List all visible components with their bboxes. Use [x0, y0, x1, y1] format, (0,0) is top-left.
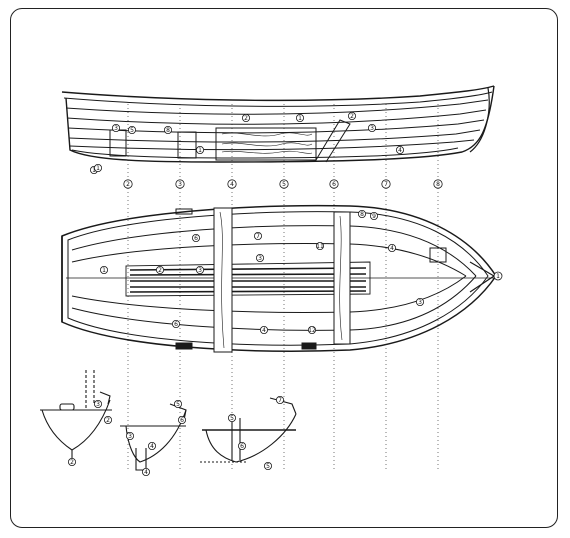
- plan-callout-13-marker: [387, 243, 396, 252]
- profile-callout-7-marker: [347, 112, 356, 121]
- plan-callout-4: 6: [174, 321, 178, 328]
- profile-callout-7: 2: [350, 113, 354, 120]
- section-callout-6-marker: [141, 467, 150, 476]
- section-callout-1: 2: [70, 459, 74, 466]
- section-callout-11: 7: [278, 397, 282, 404]
- section-callout-2: 3: [96, 401, 100, 408]
- plan-callout-11-marker: [357, 209, 366, 218]
- plan-callout-10: 11: [316, 243, 324, 250]
- station-number-6: 6: [332, 181, 336, 188]
- station-number-7-marker: [381, 179, 391, 189]
- plan-callout-7: 3: [258, 255, 262, 262]
- profile-callout-1: 3: [114, 125, 118, 132]
- stem-callout-marker: [493, 271, 503, 281]
- section-midship-1: [120, 403, 187, 471]
- plan-callout-6: 7: [256, 233, 260, 240]
- station-number-6-marker: [329, 179, 339, 189]
- profile-callout-3-marker: [163, 126, 172, 135]
- section-callout-10: 6: [240, 443, 244, 450]
- section-callout-5-marker: [147, 441, 156, 450]
- section-callout-11-marker: [275, 395, 284, 404]
- profile-callout-4-marker: [195, 145, 204, 154]
- profile-callout-9: 4: [398, 147, 402, 154]
- section-callout-3-marker: [104, 415, 113, 424]
- station-number-2-marker: [123, 179, 133, 189]
- profile-callout-5-marker: [241, 114, 250, 123]
- section-callout-1-marker: [68, 457, 77, 466]
- section-callout-3: 2: [106, 417, 110, 424]
- hull-profile: [61, 85, 495, 163]
- plan-callout-5: 6: [194, 235, 198, 242]
- plan-callout-3-marker: [195, 265, 204, 274]
- hull-plan: [61, 204, 497, 353]
- station-number-4-marker: [227, 179, 237, 189]
- plan-callout-12: 9: [372, 213, 376, 220]
- section-stern: [40, 370, 112, 462]
- station-number-3-marker: [175, 179, 185, 189]
- station-number-8-marker: [433, 179, 443, 189]
- plan-callout-3: 3: [198, 267, 202, 274]
- section-callout-7-marker: [173, 399, 182, 408]
- plan-callout-6-marker: [253, 231, 262, 240]
- station-lines: [127, 104, 439, 470]
- profile-tag: 1: [96, 165, 100, 172]
- plan-callout-12-marker: [369, 211, 378, 220]
- section-callout-8-marker: [177, 415, 186, 424]
- plan-callout-13: 4: [390, 245, 394, 252]
- section-callout-7: 5: [176, 401, 180, 408]
- station-number-7: 7: [384, 181, 388, 188]
- section-callout-12-marker: [263, 461, 272, 470]
- plan-callout-8-marker: [259, 325, 268, 334]
- section-callout-4: 3: [128, 433, 132, 440]
- station-number-5: 5: [282, 181, 286, 188]
- section-callout-9-marker: [227, 413, 236, 422]
- profile-callout-8: 3: [370, 125, 374, 132]
- profile-callout-4: 1: [198, 147, 202, 154]
- plan-callout-9-marker: [307, 325, 316, 334]
- plan-callout-2-marker: [155, 265, 164, 274]
- station-number-3: 3: [178, 181, 182, 188]
- plan-callout-1-marker: [100, 265, 109, 274]
- plan-callout-14-marker: [415, 297, 424, 306]
- profile-callout-2: 5: [130, 127, 134, 134]
- plan-callout-1: 1: [102, 267, 106, 274]
- plan-callout-8: 4: [262, 327, 266, 334]
- plan-callout-2: 2: [158, 267, 162, 274]
- profile-callout-10: 1: [92, 167, 96, 174]
- station-number-5-marker: [279, 179, 289, 189]
- profile-callout-2-marker: [127, 126, 136, 135]
- profile-callout-1-marker: [112, 124, 121, 133]
- profile-callout-5: 2: [244, 115, 248, 122]
- profile-callout-6: 1: [298, 115, 302, 122]
- section-callout-12: 5: [266, 463, 270, 470]
- plan-callout-5-marker: [191, 233, 200, 242]
- section-callout-8: 6: [180, 417, 184, 424]
- plan-callout-10-marker: [315, 241, 324, 250]
- station-number-2: 2: [126, 181, 130, 188]
- station-number-4: 4: [230, 181, 234, 188]
- stem-callout: 1: [496, 273, 500, 280]
- section-callout-4-marker: [126, 431, 135, 440]
- section-callout-10-marker: [237, 441, 246, 450]
- profile-callout-6-marker: [295, 114, 304, 123]
- section-callout-2-marker: [94, 399, 103, 408]
- section-callout-6: 4: [144, 469, 148, 476]
- plan-callout-7-marker: [255, 253, 264, 262]
- profile-callout-9-marker: [395, 145, 404, 154]
- profile-callout-8-marker: [367, 124, 376, 133]
- section-callout-5: 4: [150, 443, 154, 450]
- profile-callout-3: 8: [166, 127, 170, 134]
- plan-callout-9: 12: [308, 327, 316, 334]
- profile-tag-marker: [94, 163, 103, 172]
- plan-callout-14: 3: [418, 299, 422, 306]
- section-midship-2: [200, 397, 297, 463]
- plan-callout-11: 8: [360, 211, 364, 218]
- plan-callout-4-marker: [171, 319, 180, 328]
- section-callout-9: 5: [230, 415, 234, 422]
- station-number-8: 8: [436, 181, 440, 188]
